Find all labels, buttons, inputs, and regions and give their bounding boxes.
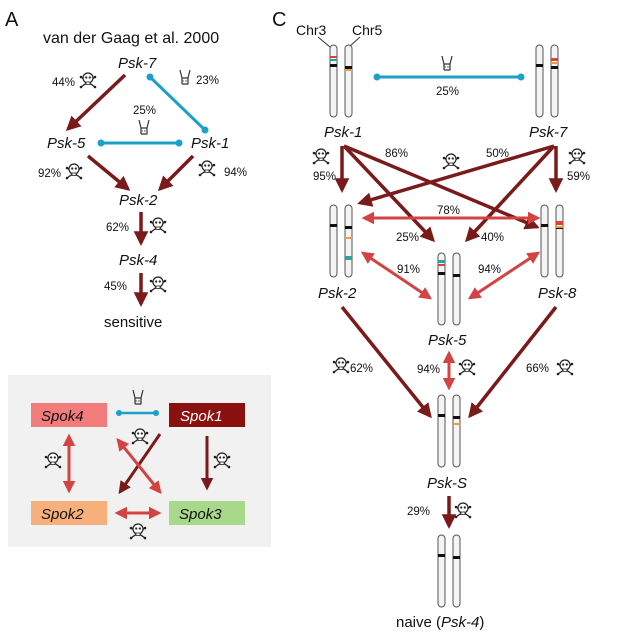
skull-icon bbox=[149, 217, 167, 234]
pct-psk8-psk5: 94% bbox=[478, 264, 501, 276]
node-naive: naive (Psk-4) bbox=[396, 614, 484, 631]
coexist-psk7-psk1 bbox=[148, 75, 207, 132]
peace-hand-icon bbox=[179, 69, 191, 85]
node-psk2: Psk-2 bbox=[119, 192, 158, 209]
pct-psk5-psk1: 25% bbox=[133, 105, 156, 117]
arrow-psk5-to-psk2 bbox=[86, 154, 131, 191]
chromosome-pair-naive bbox=[437, 534, 461, 608]
arrow-psk8-to-psk-s bbox=[468, 305, 558, 419]
chromosome-pair-psk5 bbox=[437, 252, 461, 326]
skull-icon bbox=[312, 148, 330, 165]
arrow-psk7-to-psk5 bbox=[465, 144, 556, 243]
panel-a: A van der Gaag et al. 2000 Psk-7 Psk-5 P… bbox=[5, 9, 247, 331]
pct-psk2-psk4: 62% bbox=[106, 222, 129, 234]
node-psk4: Psk-4 bbox=[119, 252, 157, 269]
skull-icon bbox=[568, 148, 586, 165]
panel-b: B Spok4 Spok1 Spok2 Spok3 bbox=[7, 375, 271, 547]
coexist-end bbox=[153, 410, 159, 416]
box-spok2 bbox=[31, 501, 107, 525]
pct-psk7-psk1: 23% bbox=[196, 75, 219, 87]
peace-hand-icon bbox=[138, 119, 150, 135]
pct-psk7-psk8: 59% bbox=[567, 171, 590, 183]
chromosome-pair-psk-s bbox=[437, 394, 461, 468]
pointer-chr3 bbox=[317, 36, 331, 48]
node-psk1: Psk-1 bbox=[191, 135, 229, 152]
pct-psk1-psk7: 25% bbox=[436, 86, 459, 98]
arrow-psk7-to-psk5 bbox=[65, 73, 127, 132]
coexist-end bbox=[517, 73, 525, 81]
mutual-psk8-psk5 bbox=[467, 251, 541, 300]
panel-c-letter: C bbox=[272, 9, 286, 31]
pct-psk1-psk2: 94% bbox=[224, 167, 247, 179]
arrow-psk2-to-psk-s bbox=[340, 305, 432, 419]
skull-icon bbox=[149, 276, 167, 293]
chromosome-pair-psk2 bbox=[329, 204, 353, 278]
arrow-psk1-to-psk2 bbox=[157, 154, 195, 192]
coexist-end bbox=[201, 126, 209, 134]
node-psk7: Psk-7 bbox=[529, 124, 568, 141]
skull-icon bbox=[454, 502, 472, 519]
label-spok2: Spok2 bbox=[41, 506, 84, 523]
skull-icon bbox=[442, 153, 460, 170]
pct-psk8-psk-s: 66% bbox=[526, 363, 549, 375]
chromosome-pair-psk1 bbox=[329, 44, 353, 118]
skull-icon bbox=[458, 359, 476, 376]
pct-psk2-psk-s: 62% bbox=[350, 363, 373, 375]
box-spok4 bbox=[31, 403, 107, 427]
label-spok3: Spok3 bbox=[179, 506, 222, 523]
box-spok3 bbox=[169, 501, 245, 525]
mutual-spok4-spok3 bbox=[116, 438, 162, 494]
skull-icon bbox=[65, 163, 83, 180]
peace-hand-icon bbox=[441, 55, 453, 71]
skull-icon bbox=[79, 72, 97, 89]
coexist-end bbox=[146, 73, 154, 81]
box-spok1 bbox=[169, 403, 245, 427]
coexist-end bbox=[175, 139, 183, 147]
node-psk2: Psk-2 bbox=[318, 285, 357, 302]
citation: van der Gaag et al. 2000 bbox=[43, 30, 219, 47]
pct-psk1-psk2: 95% bbox=[313, 171, 336, 183]
pct-psk1-86: 86% bbox=[385, 148, 408, 160]
pct-40: 40% bbox=[481, 232, 504, 244]
pct-psk2-psk5: 91% bbox=[397, 264, 420, 276]
node-psk8: Psk-8 bbox=[538, 285, 577, 302]
node-psk1: Psk-1 bbox=[324, 124, 362, 141]
label-spok4: Spok4 bbox=[41, 408, 84, 425]
node-psk5: Psk-5 bbox=[428, 332, 467, 349]
pct-psk5-psk-s: 94% bbox=[417, 364, 440, 376]
coexist-end bbox=[116, 410, 122, 416]
panel-c: C Chr3 Chr5 bbox=[272, 9, 590, 631]
pct-psk-s-naive: 29% bbox=[407, 506, 430, 518]
label-chr3: Chr3 bbox=[296, 22, 327, 38]
node-psk7: Psk-7 bbox=[118, 55, 157, 72]
pct-psk5-psk2: 92% bbox=[38, 168, 61, 180]
pct-psk4-sensitive: 45% bbox=[104, 281, 127, 293]
arrow-psk7-to-psk2 bbox=[357, 144, 555, 207]
chromosome-pair-psk7 bbox=[535, 44, 559, 118]
coexist-end bbox=[97, 139, 105, 147]
mutual-psk2-psk5 bbox=[360, 251, 433, 300]
label-chr5: Chr5 bbox=[352, 22, 383, 38]
skull-icon bbox=[332, 357, 350, 374]
pct-psk7-50: 50% bbox=[486, 148, 509, 160]
skull-icon bbox=[556, 359, 574, 376]
pct-25: 25% bbox=[396, 232, 419, 244]
skull-icon bbox=[198, 160, 216, 177]
label-spok1: Spok1 bbox=[180, 408, 223, 425]
chromosome-pair-psk8 bbox=[540, 204, 564, 278]
pct-psk2-psk8: 78% bbox=[437, 205, 460, 217]
node-psk-s: Psk-S bbox=[427, 475, 467, 492]
node-sensitive: sensitive bbox=[104, 314, 162, 331]
pct-psk7-psk5: 44% bbox=[52, 77, 75, 89]
coexist-end bbox=[373, 73, 381, 81]
panel-a-letter: A bbox=[5, 9, 19, 31]
node-psk5: Psk-5 bbox=[47, 135, 86, 152]
